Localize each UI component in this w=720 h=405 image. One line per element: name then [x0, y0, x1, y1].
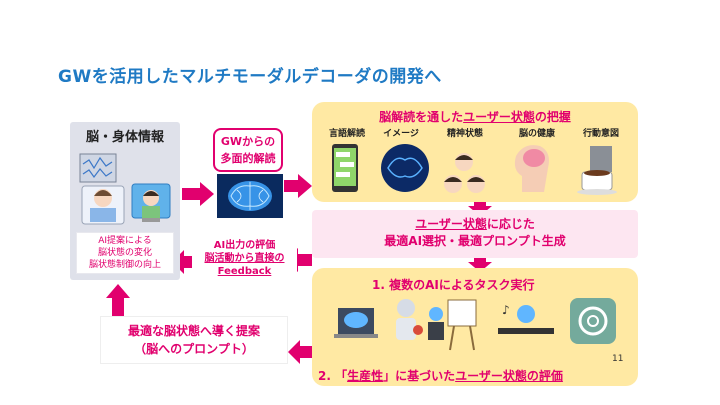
arrow-prompt-up [106, 284, 130, 316]
arrow-mid-to-bottom [468, 258, 492, 272]
page-title: GWを活用したマルチモーダルデコーダの開発へ [58, 67, 442, 87]
mid-underlined: ユーザー状態 [415, 217, 487, 231]
arrow-to-brain [182, 182, 214, 206]
faces-mental-icon [444, 153, 485, 193]
gw-label-line-1: GWからの [220, 135, 276, 148]
item2-underlined: 生産性 [347, 369, 384, 383]
page-number: 11 [612, 354, 624, 364]
category-intent: 行動意図 [582, 129, 619, 139]
easel-icon [428, 299, 477, 351]
arrow-to-left-panel [172, 250, 194, 274]
category-brain-health: 脳の健康 [518, 129, 555, 139]
header-underlined: ユーザー状態 [463, 110, 535, 124]
category-image: イメージ [383, 129, 419, 139]
category-language: 言語解読 [328, 129, 365, 139]
header-post: の把握 [534, 110, 571, 124]
chatgpt-icon [570, 298, 616, 344]
feedback-line-2: 脳活動から直接の [204, 253, 285, 264]
header-pre: 脳解読を通した [379, 110, 464, 124]
prompt-line-2: （脳へのプロンプト） [134, 342, 254, 356]
mid-line-2: 最適AI選択・最適プロンプト生成 [384, 234, 566, 248]
brain-prompt-box: 最適な脳状態へ導く提案 （脳へのプロンプト） [100, 316, 288, 364]
svg-text:♪: ♪ [502, 303, 510, 317]
note-line-1: AI提案による [98, 236, 152, 246]
robot-icon [396, 299, 423, 340]
feedback-line-3: Feedback [217, 266, 272, 277]
category-mental: 精神状態 [446, 129, 483, 139]
eeg-monitoring-illustration [79, 153, 171, 225]
ai-selection-box: ユーザー状態に応じた 最適AI選択・最適プロンプト生成 [312, 210, 638, 258]
coffee-cup-icon [577, 146, 617, 195]
task-item-1: 1. 複数のAIによるタスク実行 [372, 278, 535, 292]
item2-mid: 」に基づいた [383, 369, 456, 383]
brain-image-icon [381, 144, 429, 192]
body-info-header: 脳・身体情報 [85, 130, 164, 145]
task-item-2: 2. 「生産性」に基づいたユーザー状態の評価 [318, 367, 563, 384]
prompt-line-1: 最適な脳状態へ導く提案 [127, 324, 260, 338]
note-line-2: 脳状態の変化 [97, 248, 152, 258]
note-line-3: 脳状態制御の向上 [88, 260, 161, 270]
digital-brain-icon [217, 174, 283, 218]
feedback-line-1: AI出力の評価 [213, 240, 276, 251]
smartphone-chat-icon [332, 144, 358, 192]
ai-proposal-note: AI提案による 脳状態の変化 脳状態制御の向上 [76, 232, 174, 274]
item2-pre: 2. 「 [318, 369, 348, 383]
gw-decoding-label: GWからの 多面的解読 [213, 128, 283, 172]
gw-label-line-2: 多面的解読 [220, 152, 276, 165]
music-desk-icon: ♪ [498, 303, 554, 334]
mid-line-1: ユーザー状態に応じた [312, 216, 638, 233]
arrow-bottom-to-prompt [288, 340, 312, 364]
user-state-header: 脳解読を通したユーザー状態の把握 [312, 108, 638, 125]
ai-task-illustrations: ♪ [334, 298, 616, 351]
head-brain-icon [514, 145, 549, 192]
brain-pc-icon [334, 308, 378, 338]
feedback-box: AI出力の評価 脳活動から直接の Feedback [192, 236, 297, 282]
item2-underlined-2: ユーザー状態の評価 [455, 369, 563, 383]
mid-post: に応じた [486, 217, 535, 231]
arrow-to-top-panel [284, 174, 312, 198]
category-illustrations [332, 144, 617, 195]
arrow-top-to-mid [468, 202, 492, 216]
